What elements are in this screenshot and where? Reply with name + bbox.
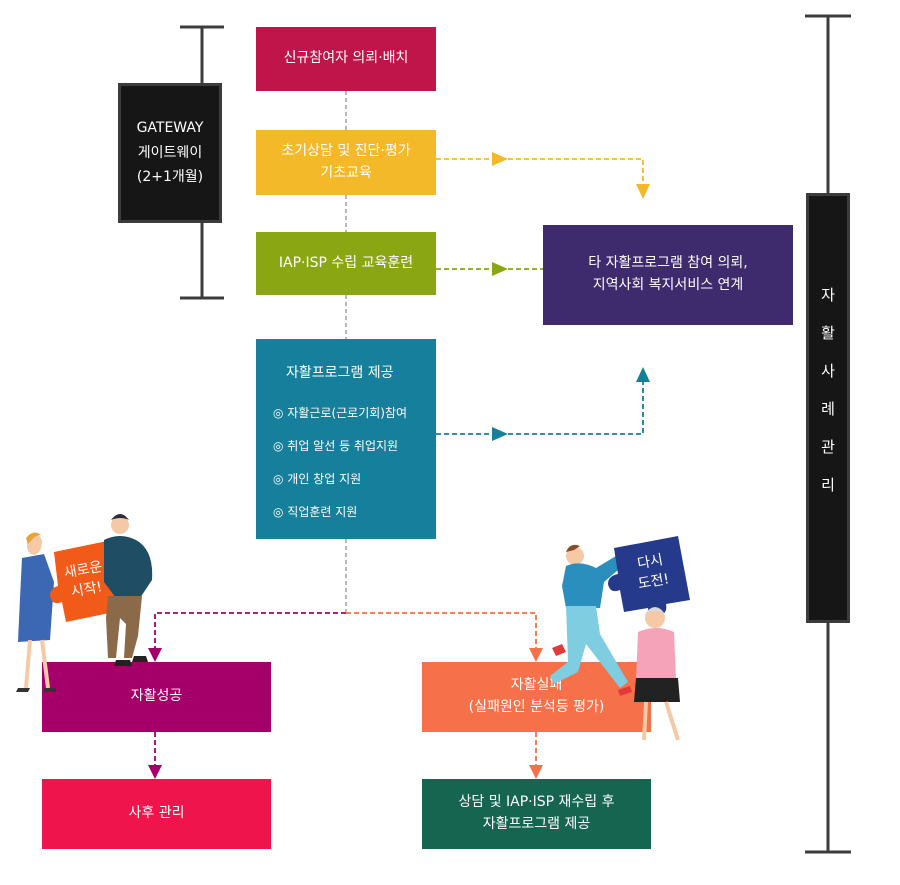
- program-item: ◎ 취업 알선 등 취업지원: [273, 438, 399, 453]
- reconsult-line: 자활프로그램 제공: [482, 816, 591, 832]
- case-management-char: 관: [821, 438, 835, 456]
- referral-box: 신규참여자 의뢰·배치: [256, 27, 436, 91]
- program-list: ◎ 자활근로(근로기회)참여 ◎ 취업 알선 등 취업지원 ◎ 개인 창업 지원…: [256, 397, 407, 529]
- reconsult-line: 상담 및 IAP·ISP 재수립 후: [458, 794, 615, 811]
- program-linkage-arrow: [436, 367, 650, 441]
- referral-label: 신규참여자 의뢰·배치: [283, 50, 409, 67]
- case-management-box: 자 활 사 례 관 리: [806, 193, 850, 623]
- case-management-char: 리: [821, 476, 835, 494]
- failure-branch-arrow: [346, 612, 543, 662]
- consult-box: 초기상담 및 진단·평가 기초교육: [256, 130, 436, 195]
- gateway-line: GATEWAY: [136, 120, 204, 137]
- linkage-box: 타 자활프로그램 참여 의뢰, 지역사회 복지서비스 연계: [543, 225, 793, 325]
- case-management-char: 사: [821, 362, 835, 380]
- success-branch-arrow: [148, 612, 346, 662]
- success-label: 자활성공: [130, 688, 183, 705]
- consult-line: 기초교육: [320, 164, 372, 181]
- consult-linkage-arrow: [436, 152, 650, 199]
- iap-label: IAP·ISP 수립 교육훈련: [278, 254, 414, 271]
- aftercare-label: 사후 관리: [128, 805, 185, 822]
- iap-box: IAP·ISP 수립 교육훈련: [256, 232, 436, 295]
- gateway-box: GATEWAY 게이트웨이 (2+1개월): [118, 83, 222, 223]
- case-management-char: 자: [821, 286, 835, 304]
- failure-reconsult-arrow: [529, 732, 543, 779]
- aftercare-box: 사후 관리: [42, 779, 271, 849]
- success-aftercare-arrow: [148, 732, 162, 779]
- program-item: ◎ 자활근로(근로기회)참여: [273, 405, 408, 420]
- iap-linkage-arrow: [436, 262, 543, 276]
- failure-box: 자활실패 (실패원인 분석등 평가): [422, 662, 651, 732]
- case-management-bracket: [805, 14, 851, 854]
- linkage-line: 타 자활프로그램 참여 의뢰,: [588, 255, 748, 272]
- reconsult-box: 상담 및 IAP·ISP 재수립 후 자활프로그램 제공: [422, 779, 651, 849]
- program-item: ◎ 직업훈련 지원: [273, 504, 358, 519]
- failure-line: (실패원인 분석등 평가): [468, 699, 605, 715]
- consult-line: 초기상담 및 진단·평가: [281, 142, 411, 159]
- gateway-bracket: [180, 25, 224, 300]
- program-box: 자활프로그램 제공 ◎ 자활근로(근로기회)참여 ◎ 취업 알선 등 취업지원 …: [256, 339, 436, 539]
- failure-line: 자활실패: [510, 677, 563, 694]
- program-title: 자활프로그램 제공: [286, 365, 394, 381]
- linkage-line: 지역사회 복지서비스 연계: [592, 277, 744, 293]
- program-item: ◎ 개인 창업 지원: [273, 471, 362, 486]
- gateway-line: (2+1개월): [136, 169, 204, 186]
- success-box: 자활성공: [42, 662, 271, 732]
- case-management-char: 활: [821, 324, 835, 342]
- case-management-char: 례: [821, 400, 835, 418]
- gateway-line: 게이트웨이: [137, 144, 203, 161]
